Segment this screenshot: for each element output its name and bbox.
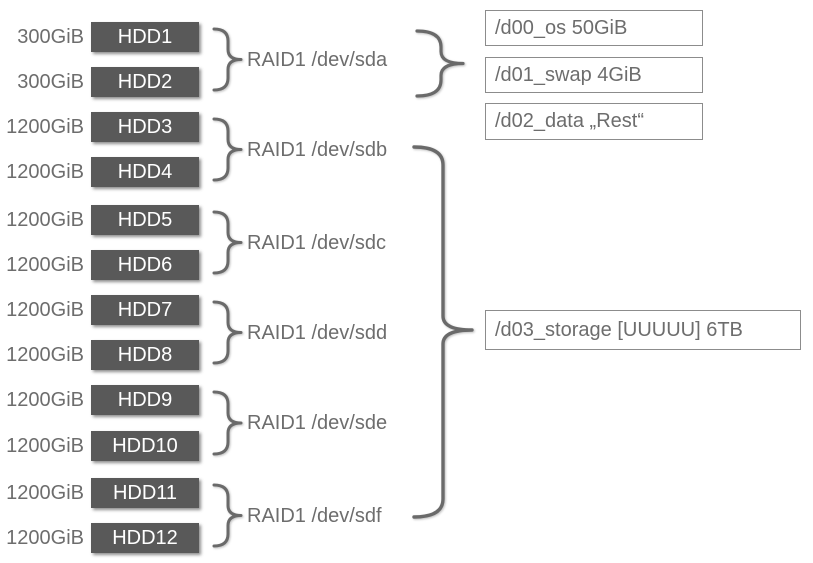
hdd-box: HDD12 — [91, 523, 199, 553]
volume-box-d01: /d01_swap 4GiB — [485, 57, 703, 93]
drive-row: 300GiB HDD1 — [0, 22, 813, 52]
drive-capacity-label: 1200GiB — [6, 161, 84, 183]
drive-capacity-label: 300GiB — [17, 71, 84, 93]
hdd-box: HDD6 — [91, 250, 199, 280]
drive-row: 1200GiB HDD11 — [0, 478, 813, 508]
drive-row: 1200GiB HDD12 — [0, 523, 813, 553]
drive-row: 1200GiB HDD4 — [0, 157, 813, 187]
hdd-box: HDD8 — [91, 340, 199, 370]
hdd-box: HDD5 — [91, 205, 199, 235]
volume-box-d03: /d03_storage [UUUUU] 6TB — [485, 310, 801, 350]
brace-storage-group — [412, 145, 474, 519]
raid-label-sdb: RAID1 /dev/sdb — [247, 139, 388, 161]
hdd-box: HDD2 — [91, 67, 199, 97]
raid-label-sdc: RAID1 /dev/sdc — [247, 232, 386, 254]
brace-sda-to-volumes — [415, 29, 465, 98]
raid-label-sdf: RAID1 /dev/sdf — [247, 505, 382, 527]
drive-capacity-label: 300GiB — [17, 26, 84, 48]
raid-label-sda: RAID1 /dev/sda — [247, 49, 388, 71]
brace-hdd11-hdd12 — [212, 483, 243, 548]
drive-capacity-label: 1200GiB — [6, 389, 84, 411]
drive-row: 1200GiB HDD8 — [0, 340, 813, 370]
brace-hdd3-hdd4 — [212, 117, 243, 182]
hdd-box: HDD1 — [91, 22, 199, 52]
hdd-box: HDD3 — [91, 112, 199, 142]
drive-row: 1200GiB HDD6 — [0, 250, 813, 280]
drive-row: 1200GiB HDD3 — [0, 112, 813, 142]
drive-capacity-label: 1200GiB — [6, 254, 84, 276]
raid-label-sdd: RAID1 /dev/sdd — [247, 322, 388, 344]
drive-row: 1200GiB HDD9 — [0, 385, 813, 415]
drive-row: 1200GiB HDD5 — [0, 205, 813, 235]
hdd-box: HDD11 — [91, 478, 199, 508]
brace-hdd1-hdd2 — [212, 27, 243, 92]
brace-hdd7-hdd8 — [212, 300, 243, 365]
drive-row: 1200GiB HDD10 — [0, 431, 813, 461]
drive-capacity-label: 1200GiB — [6, 116, 84, 138]
drive-capacity-label: 1200GiB — [6, 435, 84, 457]
drive-capacity-label: 1200GiB — [6, 482, 84, 504]
brace-hdd5-hdd6 — [212, 210, 243, 275]
drive-row: 1200GiB HDD7 — [0, 295, 813, 325]
drive-capacity-label: 1200GiB — [6, 299, 84, 321]
hdd-box: HDD4 — [91, 157, 199, 187]
volume-box-d00: /d00_os 50GiB — [485, 10, 703, 46]
raid-label-sde: RAID1 /dev/sde — [247, 412, 388, 434]
hdd-box: HDD9 — [91, 385, 199, 415]
drive-capacity-label: 1200GiB — [6, 209, 84, 231]
drive-capacity-label: 1200GiB — [6, 527, 84, 549]
drive-row: 300GiB HDD2 — [0, 67, 813, 97]
drive-capacity-label: 1200GiB — [6, 344, 84, 366]
hdd-box: HDD10 — [91, 431, 199, 461]
hdd-box: HDD7 — [91, 295, 199, 325]
volume-box-d02: /d02_data „Rest“ — [485, 103, 703, 140]
brace-hdd9-hdd10 — [212, 390, 243, 456]
